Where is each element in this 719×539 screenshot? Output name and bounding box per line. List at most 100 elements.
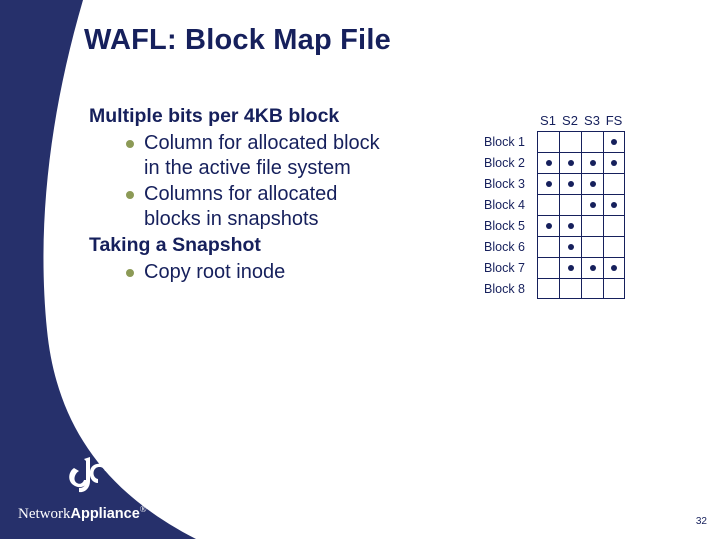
block-map-cell-s2-r4	[559, 194, 581, 215]
block-map-col-header-fs: FS	[605, 113, 623, 128]
block-map-cell-fs-r8	[603, 278, 625, 299]
bullet-dot-icon	[126, 269, 134, 277]
block-map-row-cells	[537, 131, 625, 152]
block-map-row-label: Block 4	[484, 197, 525, 212]
block-map-row-label: Block 5	[484, 218, 525, 233]
block-map-cell-s3-r5	[581, 215, 603, 236]
block-map-allocated-dot-icon	[611, 139, 617, 145]
block-map-allocated-dot-icon	[567, 265, 574, 271]
block-map-allocated-dot-icon	[567, 160, 574, 166]
bullet-text-line2: blocks in snapshots	[144, 208, 319, 230]
block-map-column-headers: S1 S2 S3 FS	[537, 113, 625, 131]
block-map-cell-s3-r3	[581, 173, 603, 194]
block-map-row-label: Block 2	[484, 155, 525, 170]
logo-name-network: Network	[18, 506, 71, 522]
block-map-cell-s1-r1	[537, 131, 559, 152]
bullet-text-line1: Copy root inode	[144, 261, 286, 283]
content-body: Multiple bits per 4KB block Column for a…	[89, 104, 469, 286]
block-map-cell-fs-r6	[603, 236, 625, 257]
block-map-cell-s1-r8	[537, 278, 559, 299]
logo-name-appliance: Appliance	[70, 506, 140, 522]
block-map-row-cells	[537, 257, 625, 278]
block-map-cell-fs-r5	[603, 215, 625, 236]
block-map-col-header-s2: S2	[562, 113, 578, 128]
block-map-cell-s1-r5	[537, 215, 559, 236]
block-map-cell-s3-r7	[581, 257, 603, 278]
block-map-allocated-dot-icon	[611, 202, 617, 208]
block-map-row-cells	[537, 152, 625, 173]
block-map-cell-s1-r6	[537, 236, 559, 257]
block-map-allocated-dot-icon	[589, 160, 596, 166]
block-map-allocated-dot-icon	[545, 160, 552, 166]
block-map-row-cells	[537, 194, 625, 215]
bullet-level1-multiple-bits: Multiple bits per 4KB block	[89, 105, 340, 127]
logo-registered-mark: ®	[139, 504, 147, 514]
bullet-level2-copy-root-inode: Copy root inode	[89, 260, 469, 285]
block-map-cell-s2-r1	[559, 131, 581, 152]
bullet-dot-icon	[126, 191, 134, 199]
block-map-table: S1 S2 S3 FS Block 1 Block 2 Block 3 Block 4 Blo…	[484, 113, 625, 299]
bullet-level2-column-allocated: Column for allocated block in the active…	[89, 131, 469, 181]
block-map-col-header-s3: S3	[584, 113, 600, 128]
block-map-cell-s2-r8	[559, 278, 581, 299]
block-map-allocated-dot-icon	[567, 244, 574, 250]
block-map-row-label: Block 3	[484, 176, 525, 191]
page-title: WAFL: Block Map File	[84, 24, 391, 56]
block-map-row-label: Block 7	[484, 260, 525, 275]
block-map-col-header-s1: S1	[540, 113, 556, 128]
block-map-cell-s3-r2	[581, 152, 603, 173]
bullet-text-line1: Column for allocated block	[144, 132, 380, 154]
page-number: 32	[695, 516, 707, 527]
block-map-row: Block 7	[484, 257, 625, 278]
bullet-text-line1: Columns for allocated	[144, 183, 338, 205]
block-map-cell-s3-r8	[581, 278, 603, 299]
block-map-cell-s1-r7	[537, 257, 559, 278]
block-map-row: Block 8	[484, 278, 625, 299]
block-map-row: Block 1	[484, 131, 625, 152]
netapp-logo-text: NetworkAppliance®	[18, 501, 188, 523]
bullet-level2-columns-snapshots: Columns for allocated blocks in snapshot…	[89, 182, 469, 232]
block-map-cell-s1-r3	[537, 173, 559, 194]
block-map-cell-fs-r7	[603, 257, 625, 278]
block-map-cell-s2-r7	[559, 257, 581, 278]
block-map-cell-fs-r3	[603, 173, 625, 194]
block-map-cell-s2-r5	[559, 215, 581, 236]
block-map-row: Block 2	[484, 152, 625, 173]
block-map-allocated-dot-icon	[545, 223, 552, 229]
block-map-row-cells	[537, 278, 625, 299]
block-map-allocated-dot-icon	[589, 202, 596, 208]
block-map-row: Block 3	[484, 173, 625, 194]
block-map-allocated-dot-icon	[611, 160, 617, 166]
bullet-level1-taking-snapshot: Taking a Snapshot	[89, 234, 261, 256]
block-map-cell-s3-r1	[581, 131, 603, 152]
block-map-cell-s2-r6	[559, 236, 581, 257]
block-map-row-label: Block 8	[484, 281, 525, 296]
block-map-cell-fs-r4	[603, 194, 625, 215]
block-map-cell-s3-r6	[581, 236, 603, 257]
netapp-logo: NetworkAppliance®	[18, 455, 188, 523]
block-map-cell-s2-r2	[559, 152, 581, 173]
netapp-logo-mark-icon	[64, 455, 188, 500]
block-map-cell-s1-r4	[537, 194, 559, 215]
block-map-allocated-dot-icon	[589, 265, 596, 271]
block-map-row-label: Block 1	[484, 134, 525, 149]
block-map-cell-s2-r3	[559, 173, 581, 194]
block-map-row-cells	[537, 215, 625, 236]
block-map-cell-s1-r2	[537, 152, 559, 173]
block-map-row-cells	[537, 236, 625, 257]
block-map-row: Block 6	[484, 236, 625, 257]
block-map-allocated-dot-icon	[567, 223, 574, 229]
bullet-dot-icon	[126, 140, 134, 148]
block-map-row: Block 4	[484, 194, 625, 215]
block-map-row-cells	[537, 173, 625, 194]
block-map-cell-fs-r1	[603, 131, 625, 152]
block-map-allocated-dot-icon	[545, 181, 552, 187]
block-map-cell-fs-r2	[603, 152, 625, 173]
block-map-allocated-dot-icon	[589, 181, 596, 187]
block-map-row-label: Block 6	[484, 239, 525, 254]
block-map-row: Block 5	[484, 215, 625, 236]
block-map-allocated-dot-icon	[567, 181, 574, 187]
bullet-text-line2: in the active file system	[144, 157, 351, 179]
block-map-cell-s3-r4	[581, 194, 603, 215]
